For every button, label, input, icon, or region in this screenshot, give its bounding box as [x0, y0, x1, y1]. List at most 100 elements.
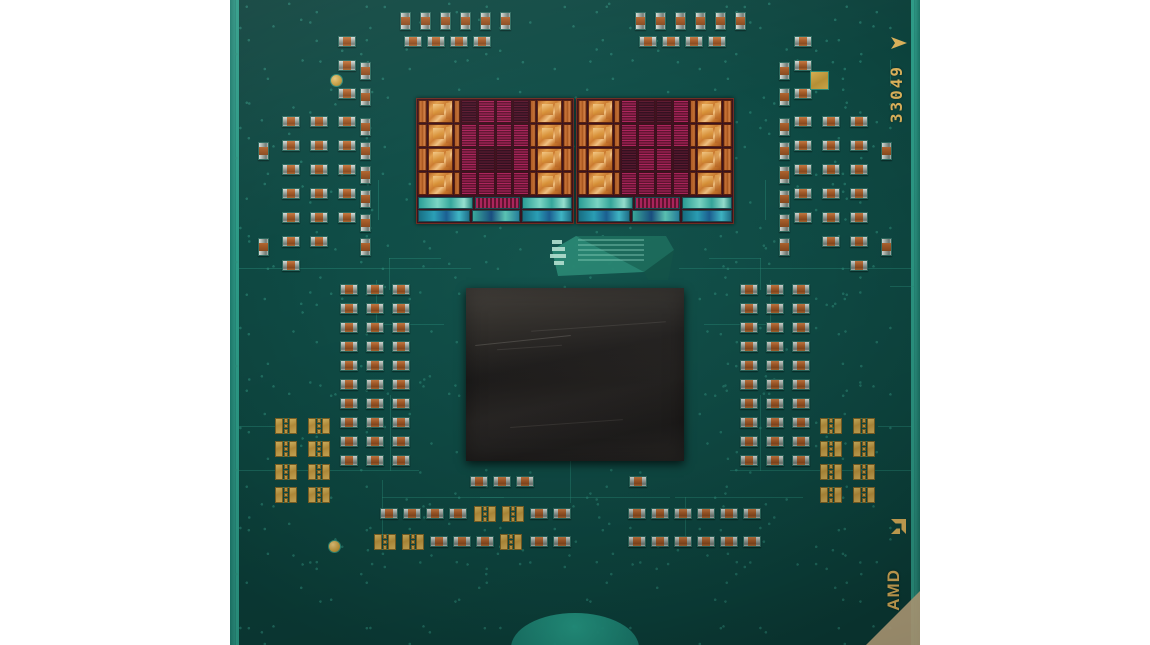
smd-capacitor — [850, 188, 868, 199]
smd-capacitor — [743, 508, 761, 519]
smd-capacitor — [360, 166, 371, 184]
gold-solder-pad — [388, 534, 396, 550]
smd-capacitor — [822, 236, 840, 247]
smd-capacitor — [392, 284, 410, 295]
gold-solder-pad — [289, 464, 297, 480]
smd-capacitor — [794, 36, 812, 47]
smd-capacitor — [360, 142, 371, 160]
gold-solder-pad — [411, 540, 415, 544]
ccd-1-right-rail — [723, 100, 732, 195]
gold-solder-pad — [483, 506, 487, 511]
gold-solder-pad — [284, 418, 288, 423]
smd-capacitor — [662, 36, 680, 47]
gold-solder-pad — [411, 545, 415, 550]
smd-capacitor — [473, 36, 491, 47]
smd-capacitor — [697, 508, 715, 519]
orientation-triangle-icon — [891, 37, 907, 49]
gold-solder-pad — [853, 418, 861, 434]
smd-capacitor — [392, 379, 410, 390]
smd-capacitor — [766, 417, 784, 428]
gold-solder-pad — [867, 487, 875, 503]
gold-solder-pad — [502, 506, 510, 522]
cpu-core — [588, 100, 613, 123]
smd-capacitor — [338, 88, 356, 99]
smd-capacitor — [740, 360, 758, 371]
smd-capacitor — [850, 236, 868, 247]
ccd-die-pair — [416, 98, 734, 224]
gold-solder-pad — [514, 534, 522, 550]
gold-solder-pad — [829, 424, 833, 428]
gold-solder-pad — [829, 487, 833, 492]
smd-capacitor — [792, 284, 810, 295]
gold-solder-pad — [275, 464, 283, 480]
smd-capacitor — [822, 140, 840, 151]
smd-capacitor — [766, 398, 784, 409]
gold-solder-pad — [284, 487, 288, 492]
ccd-1-io-strip — [577, 196, 733, 223]
gold-solder-pad — [829, 452, 833, 457]
gold-solder-pad — [411, 534, 415, 539]
ccd-1-mid-rail-a — [614, 100, 620, 195]
cpu-core — [588, 124, 613, 147]
smd-capacitor — [792, 341, 810, 352]
smd-capacitor — [779, 214, 790, 232]
smd-capacitor — [310, 236, 328, 247]
ccd-0-core-column-right — [537, 100, 562, 195]
smd-capacitor — [404, 36, 422, 47]
smd-capacitor — [651, 536, 669, 547]
smd-capacitor — [792, 436, 810, 447]
smd-capacitor — [740, 455, 758, 466]
gold-solder-pad — [284, 441, 288, 446]
smd-capacitor — [629, 476, 647, 487]
smd-capacitor — [340, 284, 358, 295]
smd-capacitor — [480, 12, 491, 30]
cpu-core — [428, 124, 453, 147]
smd-capacitor — [794, 212, 812, 223]
smd-capacitor — [766, 379, 784, 390]
gold-solder-pad — [317, 493, 321, 497]
gold-solder-pad — [862, 429, 866, 434]
smd-capacitor — [420, 12, 431, 30]
smd-capacitor — [360, 190, 371, 208]
gold-solder-pad — [820, 487, 828, 503]
gold-via — [328, 540, 341, 553]
gold-solder-pad — [322, 464, 330, 480]
smd-capacitor — [366, 436, 384, 447]
gold-solder-pad — [509, 540, 513, 544]
smd-capacitor — [366, 398, 384, 409]
smd-capacitor — [881, 142, 892, 160]
smd-capacitor — [740, 398, 758, 409]
gold-solder-pad — [829, 475, 833, 480]
gold-solder-pad — [322, 487, 330, 503]
ccd-0-mid-rail-a — [454, 100, 460, 195]
gold-solder-pad — [862, 452, 866, 457]
smd-capacitor — [338, 36, 356, 47]
ccd-1-mid-rail-b — [690, 100, 696, 195]
smd-capacitor — [628, 508, 646, 519]
gold-solder-pad — [511, 512, 515, 516]
smd-capacitor — [366, 341, 384, 352]
gold-solder-pad — [834, 464, 842, 480]
gold-solder-pad — [483, 512, 487, 516]
smd-capacitor — [740, 436, 758, 447]
smd-capacitor — [360, 118, 371, 136]
ccd-1-left-rail — [578, 100, 587, 195]
smd-capacitor — [850, 116, 868, 127]
smd-capacitor — [779, 88, 790, 106]
io-die-gloss — [466, 288, 684, 461]
cpu-core — [537, 148, 562, 171]
gold-solder-pad — [284, 424, 288, 428]
gold-solder-pad — [820, 418, 828, 434]
gold-solder-pad — [483, 517, 487, 522]
smd-capacitor — [403, 508, 421, 519]
cpu-core — [428, 148, 453, 171]
gold-solder-pad — [289, 418, 297, 434]
smd-capacitor — [427, 36, 445, 47]
gold-solder-pad — [317, 470, 321, 474]
smd-capacitor — [310, 164, 328, 175]
gold-solder-pad — [317, 487, 321, 492]
gold-solder-pad — [862, 447, 866, 451]
smd-capacitor — [338, 140, 356, 151]
ccd-die-1 — [576, 98, 734, 224]
smd-capacitor — [695, 12, 706, 30]
